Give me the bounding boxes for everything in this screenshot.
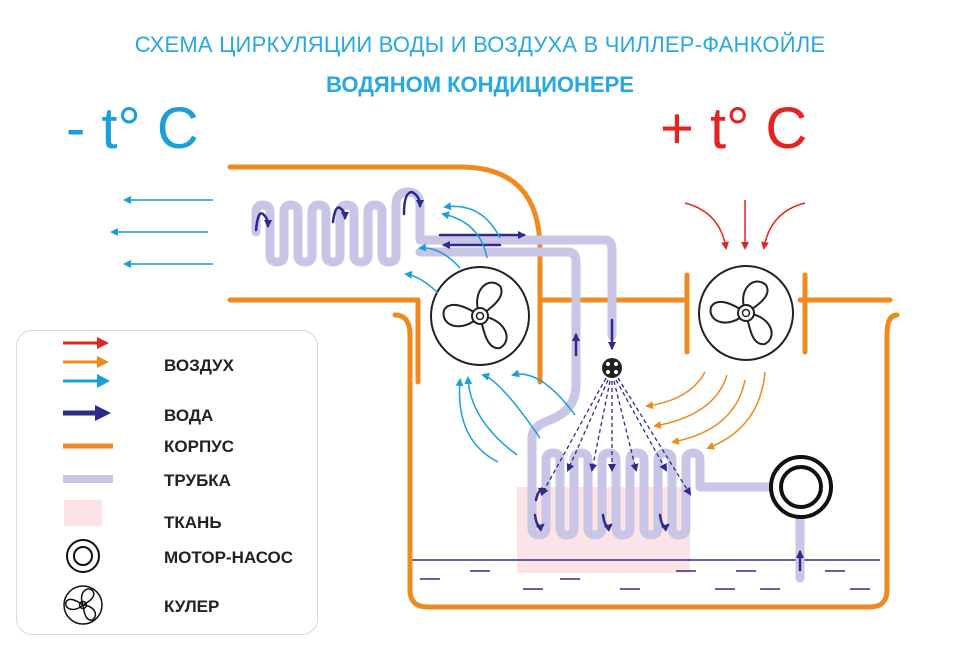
sprinkler-nozzle-icon	[602, 358, 622, 378]
legend-label-water: ВОДА	[164, 406, 214, 425]
legend-label-tube: ТРУБКА	[164, 471, 231, 490]
legend-fabric-icon	[64, 500, 102, 526]
legend-water-icon	[63, 405, 111, 421]
legend-label-air: ВОЗДУХ	[164, 356, 234, 375]
legend-label-housing: КОРПУС	[164, 437, 235, 456]
tube	[251, 187, 805, 583]
motor-pump-icon	[769, 455, 833, 519]
legend-label-cooler: КУЛЕР	[164, 597, 220, 616]
legend-air-icon	[63, 337, 110, 388]
diagram-subtitle: ВОДЯНОМ КОНДИЦИОНЕРЕ	[326, 72, 634, 97]
hot-air-arrows	[684, 200, 806, 250]
water-spray-lines	[541, 377, 692, 496]
legend: ВОЗДУХ ВОДА КОРПУС ТРУБКА ТКАНЬ МОТОР-НА…	[16, 330, 318, 635]
hot-temperature-label: + t° C	[660, 96, 808, 161]
cold-temperature-label: - t° C	[66, 96, 199, 161]
cold-air-arrows	[110, 196, 576, 463]
hot-fan-icon	[698, 265, 794, 361]
diagram-title: СХЕМА ЦИРКУЛЯЦИИ ВОДЫ И ВОЗДУХА В ЧИЛЛЕР…	[134, 32, 826, 57]
warm-air-arrows	[645, 371, 766, 450]
cold-fan-icon	[430, 266, 530, 366]
legend-label-motor-pump: МОТОР-НАСОС	[164, 548, 294, 567]
legend-motor-pump-icon	[66, 539, 100, 573]
legend-cooler-icon	[63, 585, 103, 625]
legend-label-fabric: ТКАНЬ	[164, 513, 222, 532]
